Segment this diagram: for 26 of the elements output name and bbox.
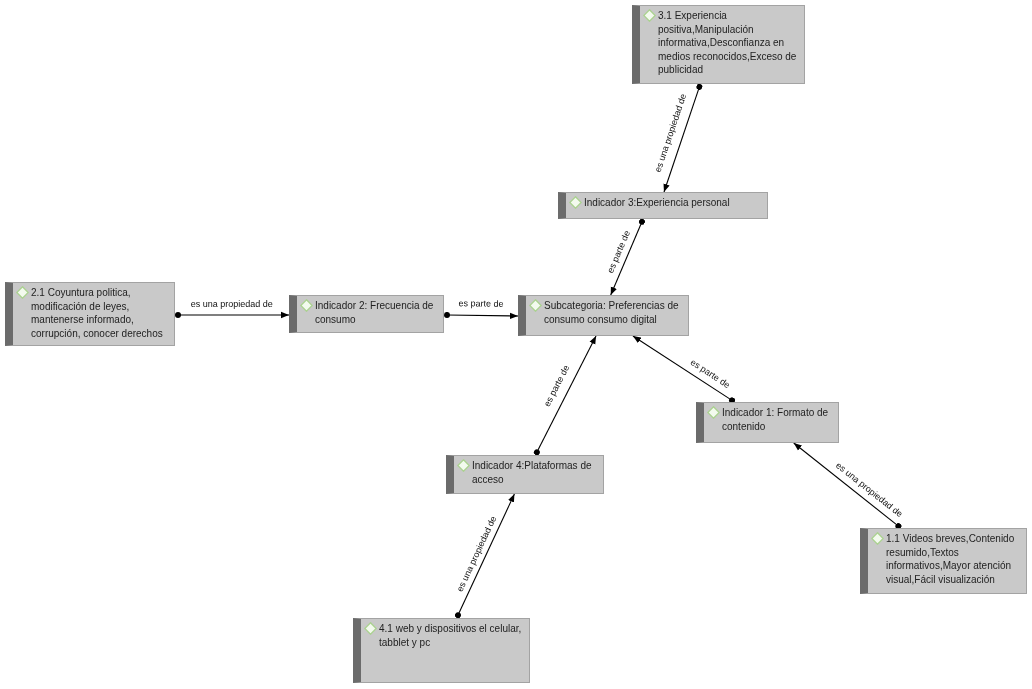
node-label: Subcategoria: Preferencias de consumo consumo digital: [544, 299, 680, 326]
concept-box: [860, 528, 1027, 594]
edge-label: es parte de: [457, 298, 505, 311]
concept-box: [696, 402, 839, 443]
arrow: [454, 493, 515, 619]
concept-box: [446, 455, 604, 494]
arrow: [632, 335, 735, 404]
node-label: 4.1 web y dispositivos el celular, tabblet y pc: [379, 622, 523, 649]
arrow: [444, 311, 519, 320]
concept-box: [518, 295, 689, 336]
node-label: Indicador 4:Plataformas de acceso: [472, 459, 593, 486]
edge-label: es una propiedad de: [189, 298, 274, 310]
concept-box: [353, 618, 530, 683]
node-label: Indicador 3:Experiencia personal: [584, 196, 731, 210]
concept-box: [632, 5, 805, 84]
arrow: [533, 335, 597, 456]
arrow: [793, 442, 902, 530]
node-label: 3.1 Experiencia positiva,Manipulación informativa,Desconfianza en medios reconocidos,Exceso de publicidad: [658, 9, 798, 77]
node-label: 1.1 Videos breves,Contenido resumido,Textos informativos,Mayor atención visual,Fácil visualización: [886, 532, 1016, 586]
concept-box: [558, 192, 768, 219]
node-label: Indicador 2: Frecuencia de consumo: [315, 299, 435, 326]
node-label: 2.1 Coyuntura politica, modificación de leyes, mantenerse informado, corrupción, conocer derechos: [31, 286, 164, 340]
node-label: Indicador 1: Formato de contenido: [722, 406, 830, 433]
concept-box: [5, 282, 175, 346]
arrow: [175, 311, 290, 319]
arrow: [610, 218, 645, 296]
